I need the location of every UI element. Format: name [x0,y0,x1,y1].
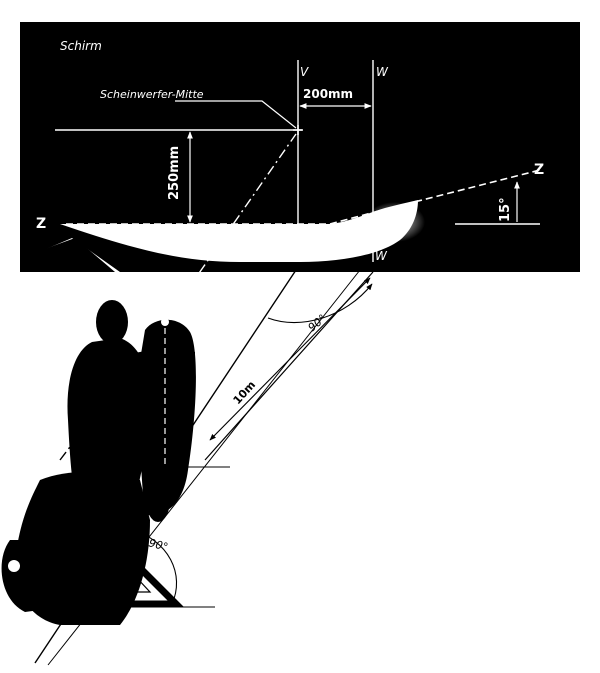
arc-90-screen [267,283,373,324]
cutoff-line [66,169,541,225]
label-line-v-bottom: V [296,248,305,261]
label-line-w-top: W [376,65,389,79]
scooter-rider-silhouette [1,300,196,625]
label-15deg: 15° [498,197,513,222]
label-90deg-ground: 90° [147,536,169,554]
headlight-center-mark [293,125,303,135]
label-cutoff-right: Z [534,162,544,178]
label-headlight-center: Scheinwerfer-Mitte [100,88,204,101]
beam-glow [365,202,425,242]
label-200mm: 200mm [303,87,353,101]
beam-pattern [60,200,418,262]
label-cutoff-left: Z [36,216,46,232]
label-250mm: 250mm [167,146,182,200]
label-line-w-bottom: W [375,249,388,263]
screen-left-corner [20,238,115,272]
headlamp-dot [161,318,169,326]
label-90deg-screen: 90° [306,312,329,334]
headlight-leader [175,100,297,129]
rear-light [8,560,20,572]
label-screen: Schirm [60,39,102,53]
label-line-v-top: V [300,65,309,79]
dim-10m [209,277,371,441]
aim-line [164,133,297,323]
label-10m: 10m [231,378,259,407]
